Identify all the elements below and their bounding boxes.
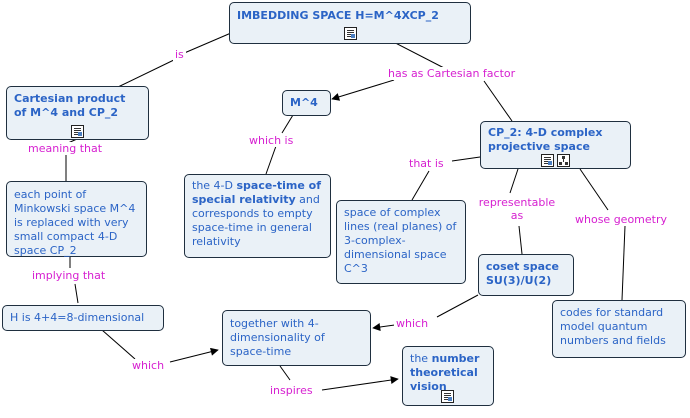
link-meaning-that: meaning that bbox=[26, 142, 105, 155]
node-each-point-label: each point of Minkowski space M^4 is rep… bbox=[14, 188, 136, 257]
link-inspires: inspires bbox=[268, 384, 315, 397]
line-inspires-number bbox=[321, 376, 399, 391]
document-icon[interactable] bbox=[71, 125, 84, 138]
node-spacetime-bold: space-time of special relativity bbox=[192, 179, 321, 206]
line-whose-codes bbox=[621, 225, 626, 301]
link-which-coset: which bbox=[394, 317, 431, 330]
link-whose-geometry: whose geometry bbox=[573, 213, 670, 226]
node-spacetime-post: and corresponds to empty space-time in g… bbox=[192, 193, 320, 248]
link-has-cartesian-factor: has as Cartesian factor bbox=[386, 67, 518, 80]
line-implying-h8 bbox=[74, 283, 79, 304]
node-h-dimensional[interactable]: H is 4+4=8-dimensional bbox=[2, 305, 164, 331]
node-number-vision-bold: number theoretical vision bbox=[410, 352, 480, 393]
line-factor-m4 bbox=[331, 79, 395, 101]
document-icon[interactable] bbox=[441, 390, 454, 403]
line-representable-coset bbox=[518, 225, 523, 255]
node-cp2-label: CP_2: 4-D complex projective space bbox=[488, 126, 603, 153]
node-complex-lines[interactable]: space of complex lines (real planes) of … bbox=[336, 200, 466, 284]
node-coset-space[interactable]: coset space SU(3)/U(2) bbox=[478, 254, 574, 296]
node-together[interactable]: together with 4-dimensionality of space-… bbox=[222, 310, 371, 366]
line-is-cartesian bbox=[117, 57, 179, 88]
document-icon[interactable] bbox=[541, 154, 554, 167]
node-together-label: together with 4-dimensionality of space-… bbox=[230, 317, 325, 358]
link-which-is: which is bbox=[247, 134, 296, 147]
line-cp2-representable bbox=[509, 168, 519, 194]
line-root-is bbox=[181, 29, 239, 55]
node-number-vision[interactable]: the number theoretical vision bbox=[402, 346, 494, 406]
node-codes[interactable]: codes for standard model quantum numbers… bbox=[552, 300, 686, 358]
line-m4-whichis bbox=[281, 114, 294, 134]
line-whichis-spacetime bbox=[265, 145, 277, 175]
node-codes-label: codes for standard model quantum numbers… bbox=[560, 306, 666, 347]
link-which-h8: which bbox=[130, 359, 167, 372]
line-which-together bbox=[169, 347, 219, 363]
line-coset-which bbox=[436, 294, 479, 318]
line-together-inspires bbox=[279, 365, 291, 381]
document-icon[interactable] bbox=[344, 27, 357, 40]
node-coset-space-label: coset space SU(3)/U(2) bbox=[486, 260, 559, 287]
concept-map-icon[interactable] bbox=[557, 154, 570, 167]
link-is: is bbox=[173, 48, 186, 61]
node-complex-lines-label: space of complex lines (real planes) of … bbox=[344, 206, 457, 275]
node-cp2[interactable]: CP_2: 4-D complex projective space bbox=[480, 121, 631, 169]
link-that-is: that is bbox=[407, 157, 446, 170]
line-thatis-lines bbox=[411, 170, 430, 201]
node-spacetime[interactable]: the 4-D space-time of special relativity… bbox=[184, 174, 331, 258]
link-representable-as: representable as bbox=[470, 196, 564, 222]
node-each-point[interactable]: each point of Minkowski space M^4 is rep… bbox=[6, 181, 147, 257]
node-m4[interactable]: M^4 bbox=[282, 90, 331, 116]
node-cartesian-product-label: Cartesian product of M^4 and CP_2 bbox=[14, 92, 126, 119]
line-cp2-whose bbox=[579, 168, 609, 211]
node-number-vision-pre: the bbox=[410, 352, 432, 365]
line-h8-which bbox=[101, 329, 136, 360]
node-imbedding-space-label: IMBEDDING SPACE H=M^4XCP_2 bbox=[237, 9, 439, 22]
node-h-dimensional-label: H is 4+4=8-dimensional bbox=[10, 311, 145, 324]
link-implying-that: implying that bbox=[30, 269, 108, 282]
node-imbedding-space[interactable]: IMBEDDING SPACE H=M^4XCP_2 bbox=[229, 2, 471, 44]
node-cartesian-product[interactable]: Cartesian product of M^4 and CP_2 bbox=[6, 86, 149, 140]
node-m4-label: M^4 bbox=[290, 96, 318, 109]
line-factor-cp2 bbox=[483, 80, 513, 122]
node-spacetime-pre: the 4-D bbox=[192, 179, 237, 192]
